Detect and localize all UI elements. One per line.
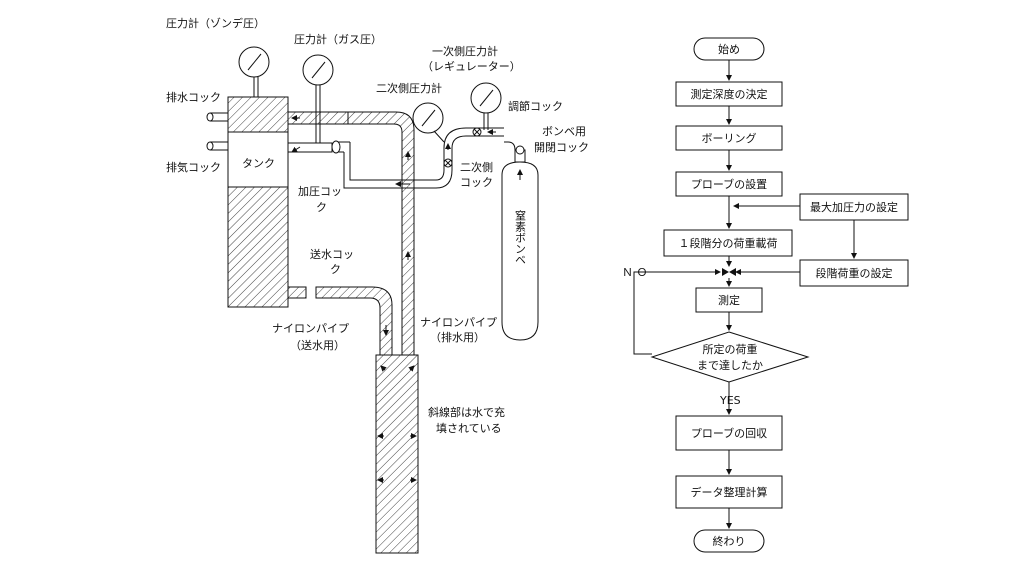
label-drain-pipe-2: （排水用） [430, 330, 485, 344]
node-calc-label: データ整理計算 [691, 485, 768, 499]
label-feed-cock-2: ク [330, 263, 341, 276]
label-primary-gauge-2: （レギュレーター） [422, 60, 521, 73]
label-press-cock-1: 加圧コッ [298, 185, 342, 198]
node-decision-label-2: まで達したか [697, 359, 763, 372]
node-stage-load-label: 段階荷重の設定 [816, 266, 893, 280]
node-end-label: 終わり [713, 534, 746, 548]
node-boring: ボーリング [675, 125, 783, 151]
node-recover-label: プローブの回収 [691, 426, 767, 440]
node-start: 始め [693, 37, 765, 61]
label-no: Ｎ Ｏ [622, 266, 648, 279]
gas-line [331, 127, 504, 189]
label-vent-cock: 排気コック [166, 160, 221, 174]
node-depth: 測定深度の決定 [675, 81, 783, 107]
label-tank: タンク [242, 157, 275, 170]
node-max-pressure-label: 最大加圧力の設定 [810, 200, 898, 214]
label-secondary-cock-1: 二次側 [460, 160, 493, 174]
node-stage-load: 段階荷重の設定 [799, 259, 909, 287]
label-secondary-gauge: 二次側圧力計 [376, 81, 442, 95]
label-drain-cock: 排水コック [166, 90, 221, 104]
label-adjust-cock: 調節コック [508, 99, 563, 113]
gas-pressure-gauge [302, 54, 334, 145]
nitrogen-cylinder [501, 141, 539, 341]
node-boring-label: ボーリング [702, 131, 757, 145]
node-start-label: 始め [718, 42, 740, 56]
label-feed-pipe-1: ナイロンパイプ [272, 322, 349, 335]
node-depth-label: 測定深度の決定 [691, 87, 768, 101]
node-probe-install-label: プローブの設置 [691, 177, 767, 191]
label-drain-pipe-1: ナイロンパイプ [420, 316, 497, 329]
sonde-probe [375, 354, 419, 554]
sonde-pressure-gauge [238, 46, 270, 97]
node-measure: 測定 [695, 287, 763, 313]
node-load: １段階分の荷重載荷 [663, 229, 793, 257]
label-secondary-cock-2: コック [460, 176, 493, 189]
node-end: 終わり [693, 529, 765, 553]
flowchart: 始め 測定深度の決定 ボーリング プローブの設置 最大加圧力の設定 １段階分の荷… [622, 37, 909, 553]
flow-connectors [633, 60, 857, 529]
label-nitrogen-cylinder: 窒素ボンベ [514, 209, 527, 265]
label-press-cock-2: ク [316, 201, 327, 214]
secondary-pressure-gauge [412, 102, 445, 143]
node-recover: プローブの回収 [675, 415, 783, 451]
apparatus: 圧力計（ゾンデ圧） 圧力計（ガス圧） 一次側圧力計 （レギュレーター） 二次側圧… [166, 16, 589, 554]
label-sonde-gauge: 圧力計（ゾンデ圧） [166, 16, 265, 30]
label-note-1: 斜線部は水で充 [428, 405, 505, 419]
primary-pressure-gauge [470, 82, 502, 130]
node-measure-label: 測定 [718, 293, 740, 307]
tank [206, 96, 333, 308]
node-decision-label-1: 所定の荷重 [703, 342, 758, 356]
label-primary-gauge-1: 一次側圧力計 [432, 44, 498, 58]
label-feed-cock-1: 送水コッ [310, 247, 354, 261]
label-gas-gauge: 圧力計（ガス圧） [294, 32, 382, 46]
label-feed-pipe-2: （送水用） [290, 338, 345, 352]
label-note-2: 填されている [436, 421, 502, 435]
node-load-label: １段階分の荷重載荷 [679, 236, 778, 250]
node-probe-install: プローブの設置 [675, 171, 783, 197]
node-max-pressure: 最大加圧力の設定 [799, 193, 909, 221]
node-decision: 所定の荷重 まで達したか [650, 331, 810, 383]
label-cylinder-cock-2: 開閉コック [534, 141, 589, 154]
label-cylinder-cock-1: ボンベ用 [542, 125, 586, 138]
node-calc: データ整理計算 [675, 475, 783, 509]
label-yes: YES [719, 394, 741, 407]
